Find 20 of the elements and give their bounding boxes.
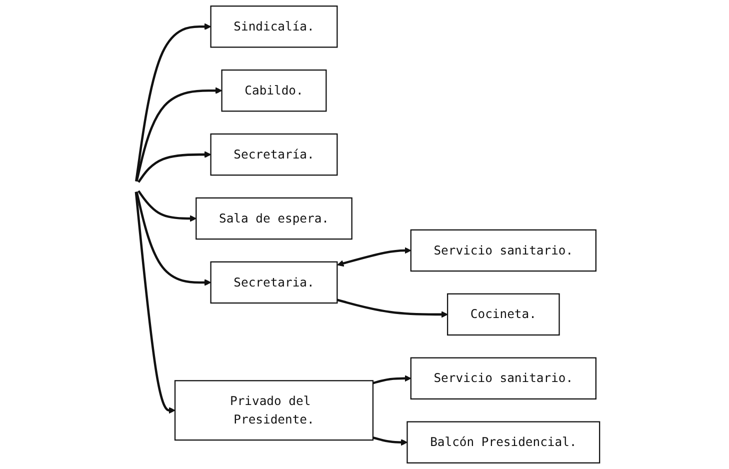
room-box: Cocineta. — [446, 293, 560, 336]
arrow — [372, 375, 411, 384]
room-box: Secretaria. — [210, 261, 338, 304]
room-box: Servicio sanitario. — [410, 229, 596, 272]
arrow — [134, 23, 211, 182]
room-box: Balcón Presidencial. — [406, 421, 600, 464]
room-box: Sala de espera. — [195, 197, 352, 240]
room-box: Sindicalía. — [210, 6, 338, 48]
double-arrow — [336, 247, 411, 267]
room-box: Cabildo. — [220, 69, 326, 112]
room-box: Servicio sanitario. — [410, 357, 596, 400]
room-box: Secretaría. — [210, 133, 338, 176]
arrow — [134, 192, 175, 414]
arrow — [336, 298, 448, 318]
arrow — [135, 191, 211, 286]
arrow — [135, 87, 222, 182]
arrow — [137, 190, 196, 222]
arrow — [137, 151, 211, 183]
room-box: Privado del Presidente. — [174, 380, 374, 441]
arrow — [372, 436, 408, 446]
